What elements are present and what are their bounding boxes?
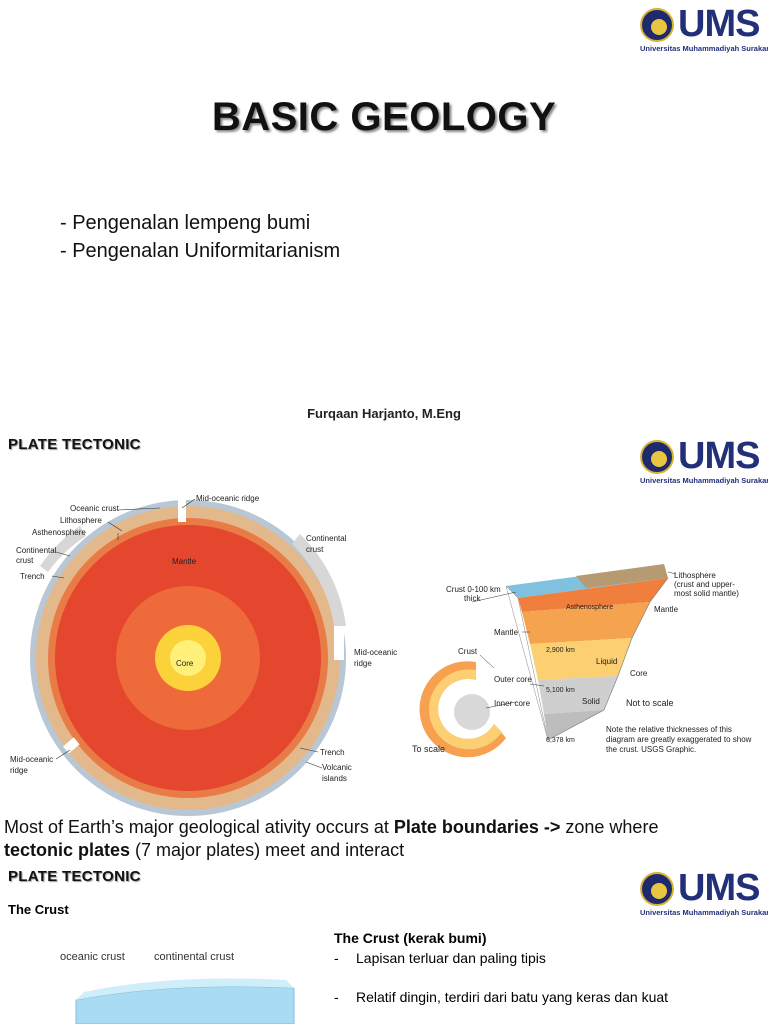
label-outer-core: Outer core — [494, 675, 532, 684]
label-volcanic-2: islands — [322, 774, 347, 783]
label-lithosphere: Lithosphere — [60, 516, 102, 525]
to-scale-core — [454, 694, 490, 730]
wedge-asthenosphere — [518, 578, 668, 612]
label-oceanic-crust: oceanic crust — [60, 951, 125, 963]
crust-item-2: -Relatif dingin, terdiri dari batu yang … — [334, 989, 669, 1005]
section-heading-plate-tectonic: PLATE TECTONIC — [8, 436, 141, 453]
wedge-outer-core — [530, 638, 632, 680]
text-plain-1: Most of Earth’s major geological ativity… — [4, 817, 394, 837]
label-crust-thick-2: thick — [464, 594, 481, 603]
label-crust-thick-1: Crust 0-100 km — [446, 585, 501, 594]
slide-title: BASIC GEOLOGY — [211, 95, 557, 139]
label-solid: Solid — [582, 697, 600, 706]
label-continental-right-1: Continental — [306, 534, 347, 543]
label-note-2: diagram are greatly exaggerated to show — [606, 735, 752, 744]
section-heading-plate-tectonic-2: PLATE TECTONIC — [8, 868, 141, 885]
crust-diagram: oceanic crust continental crust — [60, 951, 295, 1024]
label-volcanic-1: Volcanic — [322, 763, 352, 772]
subheading-the-crust: The Crust — [8, 902, 69, 917]
label-5100km: 5,100 km — [546, 687, 575, 694]
wedge-inner-core — [538, 676, 618, 714]
crust-item-1: -Lapisan terluar dan paling tipis — [334, 950, 546, 966]
logo-subtitle: Universitas Muhammadiyah Surakarta — [640, 476, 768, 485]
logo-subtitle: Universitas Muhammadiyah Surakarta — [640, 908, 768, 917]
plate-boundaries-paragraph: Most of Earth’s major geological ativity… — [4, 816, 764, 862]
ums-seal-icon — [640, 872, 674, 906]
author: Furqaan Harjanto, M.Eng — [307, 406, 461, 421]
label-mid-ridge-right-2: ridge — [354, 659, 372, 668]
text-plain-3: (7 major plates) meet and interact — [130, 840, 405, 860]
label-trench-right: Trench — [320, 748, 345, 757]
label-not-to-scale: Not to scale — [626, 698, 674, 708]
logo-word: UMS — [678, 435, 760, 477]
ums-seal-icon — [640, 8, 674, 42]
label-continental-right-2: crust — [306, 545, 324, 554]
core-highlight — [170, 640, 206, 676]
label-inner-core: Inner core — [494, 699, 531, 708]
text-plain-2: zone where — [560, 817, 659, 837]
label-lithosphere-3: most solid mantle) — [674, 589, 739, 598]
label-continental-crust: continental crust — [154, 951, 234, 963]
label-mid-ridge-right-1: Mid-oceanic — [354, 648, 397, 657]
label-wedge-asthenosphere: Asthenosphere — [566, 604, 613, 611]
label-6378km: 6,378 km — [546, 737, 575, 744]
label-to-scale: To scale — [412, 744, 445, 754]
ridge-marker-bottom — [63, 737, 80, 754]
label-liquid: Liquid — [596, 657, 617, 666]
wedge-mantle — [522, 602, 650, 644]
label-trench-left: Trench — [20, 572, 45, 581]
label-mantle-right: Mantle — [654, 605, 679, 614]
label-lithosphere-2: (crust and upper- — [674, 580, 735, 589]
earth-wedge-cross-section-diagram: Crust 0-100 km thick Asthenosphere Litho… — [412, 564, 752, 758]
label-mantle: Mantle — [172, 557, 197, 566]
wedge-top-land — [576, 564, 668, 588]
ums-logo-2: UMS Universitas Muhammadiyah Surakarta — [640, 435, 768, 488]
label-oceanic-crust: Oceanic crust — [70, 504, 120, 513]
label-mid-ridge-top: Mid-oceanic ridge — [196, 494, 260, 503]
label-note-1: Note the relative thicknesses of this — [606, 725, 732, 734]
ums-logo: UMS Universitas Muhammadiyah Surakarta — [640, 3, 768, 56]
bullet-1: - Pengenalan lempeng bumi — [60, 212, 311, 234]
label-note-3: the crust. USGS Graphic. — [606, 745, 696, 754]
ums-logo-3: UMS Universitas Muhammadiyah Surakarta — [640, 867, 768, 920]
label-mid-ridge-bottom-1: Mid-oceanic — [10, 755, 53, 764]
text-bold-tectonic-plates: tectonic plates — [4, 840, 131, 860]
label-asthenosphere: Asthenosphere — [32, 528, 86, 537]
label-core: Core — [176, 659, 194, 668]
label-mantle-left: Mantle — [494, 628, 519, 637]
text-bold-plate-boundaries: Plate boundaries -> — [393, 817, 561, 837]
crust-title: The Crust (kerak bumi) — [334, 930, 487, 946]
continental-crust-right — [292, 534, 346, 626]
logo-word: UMS — [678, 3, 760, 45]
continental-crust-left — [40, 526, 86, 572]
ridge-marker-top — [178, 500, 186, 522]
logo-subtitle: Universitas Muhammadiyah Surakarta — [640, 44, 768, 53]
logo-word: UMS — [678, 867, 760, 909]
ums-seal-icon — [640, 440, 674, 474]
earth-layers-globe-diagram: Mid-oceanic ridge Oceanic crust Lithosph… — [10, 494, 397, 816]
label-continental-left-2: crust — [16, 556, 34, 565]
label-2900km: 2,900 km — [546, 647, 575, 654]
label-crust: Crust — [458, 647, 478, 656]
label-lithosphere-1: Lithosphere — [674, 571, 716, 580]
crust-slab-top — [76, 978, 294, 1000]
bullet-2: - Pengenalan Uniformitarianism — [60, 240, 341, 262]
label-mid-ridge-bottom-2: ridge — [10, 766, 28, 775]
ridge-marker-right — [334, 626, 344, 660]
label-core: Core — [630, 669, 648, 678]
label-continental-left-1: Continental — [16, 546, 57, 555]
